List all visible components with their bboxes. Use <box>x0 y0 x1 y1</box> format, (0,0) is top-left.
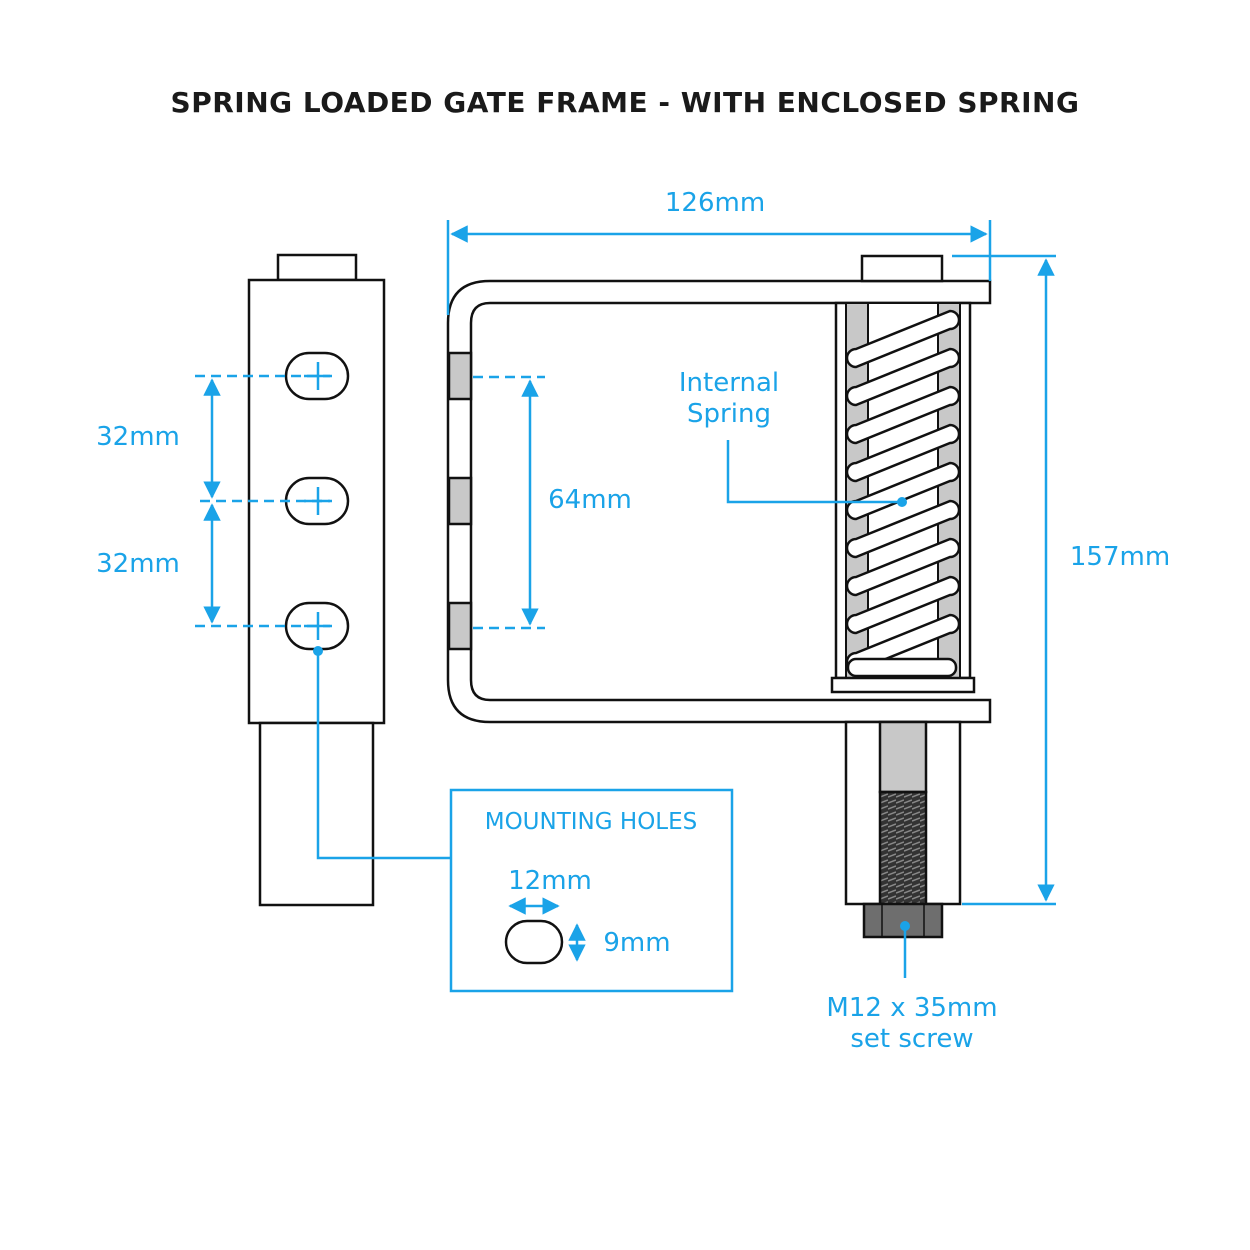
spring-coil <box>845 309 961 369</box>
spring-coils <box>845 309 961 678</box>
mounting-hole-height-label: 9mm <box>603 928 670 958</box>
spring-coil <box>845 499 961 559</box>
frame-front-view: 64mm <box>446 254 992 939</box>
spring-washer <box>830 676 976 694</box>
frame-top-cap <box>860 254 944 283</box>
spring-coil <box>845 461 961 521</box>
mounting-holes-box: MOUNTING HOLES 12mm 9mm <box>449 788 734 993</box>
dimension-label-126mm: 126mm <box>665 188 765 218</box>
spring-coil <box>845 423 961 483</box>
set-screw-label-line2: set screw <box>850 1024 973 1054</box>
side-view: 32mm 32mm <box>96 253 450 907</box>
bolt-shank <box>878 720 928 794</box>
mounting-hole-width-label: 12mm <box>508 866 592 896</box>
mounting-holes-leader <box>316 651 450 860</box>
dimension-label-32mm-lower: 32mm <box>96 549 180 579</box>
hinge-knuckle-2 <box>447 476 473 526</box>
side-lower-post <box>258 721 375 907</box>
u-frame <box>446 279 992 724</box>
side-top-cap <box>276 253 358 282</box>
hinge-knuckle-1 <box>447 351 473 401</box>
spring-coil <box>845 575 961 635</box>
internal-spring-label-line1: Internal <box>679 368 779 398</box>
dimension-label-157mm: 157mm <box>1070 542 1170 572</box>
spring-coil <box>845 613 961 673</box>
internal-spring-leader <box>726 440 902 504</box>
dimension-label-64mm: 64mm <box>548 485 632 515</box>
bolt-thread <box>878 790 928 906</box>
spring-coil <box>845 537 961 597</box>
spring-coil-end <box>846 657 958 678</box>
dimension-label-32mm-upper: 32mm <box>96 422 180 452</box>
internal-spring-label-line2: Spring <box>687 399 771 429</box>
diagram-title: SPRING LOADED GATE FRAME - WITH ENCLOSED… <box>170 86 1080 119</box>
bolt-head <box>862 902 944 939</box>
mounting-hole-example <box>504 919 564 965</box>
spring-coil <box>845 385 961 445</box>
spring-coil <box>845 347 961 407</box>
mounting-holes-heading: MOUNTING HOLES <box>485 809 698 835</box>
hinge-knuckle-3 <box>447 601 473 651</box>
set-screw-label-line1: M12 x 35mm <box>826 993 997 1023</box>
